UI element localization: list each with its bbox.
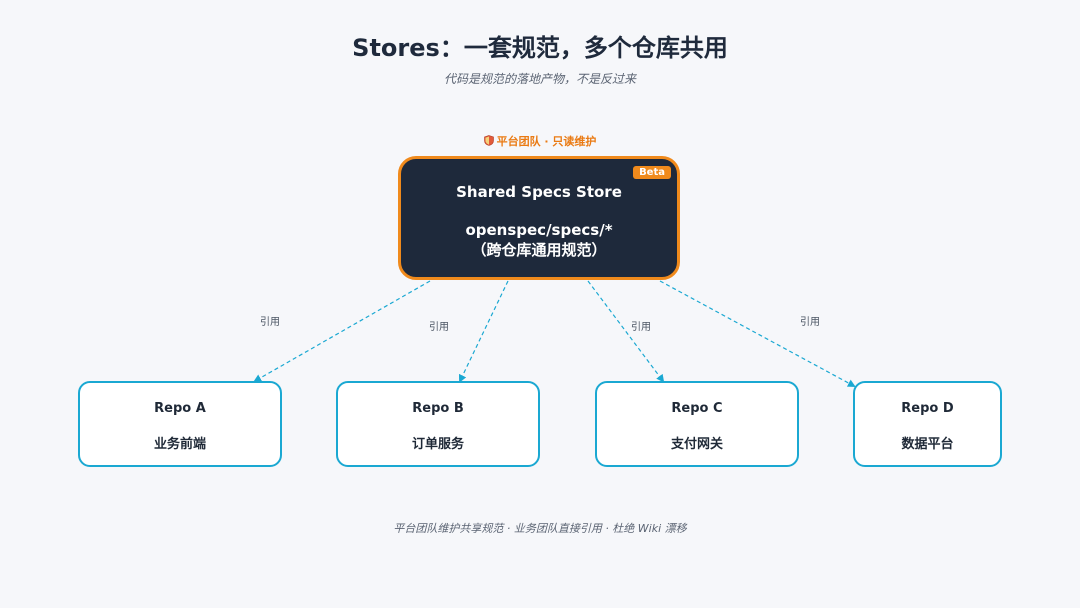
page-subtitle: 代码是规范的落地产物，不是反过来 [443,72,636,86]
team-label: 平台团队 · 只读维护 [0,133,1080,149]
repo-node-d: Repo D 数据平台 [853,381,1002,467]
page-title: Stores：一套规范，多个仓库共用 [352,34,728,62]
edge-label-repo-b: 引用 [429,322,449,333]
edge-label-repo-c: 引用 [631,322,651,333]
repo-name: Repo D [901,401,954,416]
edge-to-repo-d [659,280,856,387]
repo-desc: 业务前端 [153,437,206,452]
repo-desc: 支付网关 [670,437,723,452]
repo-name: Repo C [671,401,723,416]
repo-node-c: Repo C 支付网关 [595,381,799,467]
beta-badge: Beta [633,166,671,179]
edge-to-repo-b [458,280,509,383]
team-label-text: 平台团队 · 只读维护 [496,135,597,148]
edge-label-repo-d: 引用 [800,317,820,328]
store-desc: （跨仓库通用规范） [471,241,607,259]
edge-label-repo-a: 引用 [260,317,280,328]
edge-to-repo-c [587,280,665,383]
repo-name: Repo A [154,401,206,416]
footer-note: 平台团队维护共享规范 · 业务团队直接引用 · 杜绝 Wiki 漂移 [393,522,687,535]
store-name: Shared Specs Store [456,183,622,201]
edge-to-repo-a [253,280,431,382]
shared-specs-store-node: Beta Shared Specs Store openspec/specs/*… [398,156,680,280]
repo-node-a: Repo A 业务前端 [78,381,282,467]
shield-icon [483,135,494,146]
repo-name: Repo B [412,401,464,416]
repo-desc: 数据平台 [901,437,954,452]
store-path: openspec/specs/* [465,221,613,239]
repo-node-b: Repo B 订单服务 [336,381,540,467]
repo-desc: 订单服务 [411,437,464,452]
